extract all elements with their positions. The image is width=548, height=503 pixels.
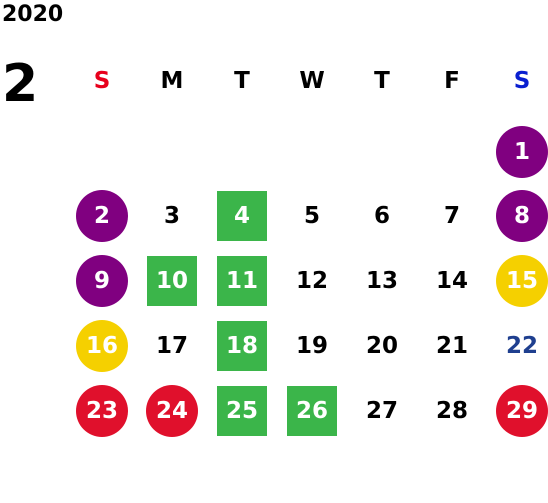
day-cell[interactable]: 28 xyxy=(435,398,468,424)
day-cell[interactable]: 23 xyxy=(76,385,128,437)
day-cell[interactable]: 26 xyxy=(287,386,337,436)
day-cell[interactable]: 2 xyxy=(76,190,128,242)
day-cell[interactable]: 10 xyxy=(147,256,197,306)
day-cell[interactable]: 13 xyxy=(365,268,398,294)
day-cell[interactable]: 16 xyxy=(76,320,128,372)
weekday-header: S xyxy=(93,68,111,94)
weekday-header: W xyxy=(299,68,325,94)
day-cell[interactable]: 15 xyxy=(496,255,548,307)
day-cell[interactable]: 19 xyxy=(295,333,328,359)
weekday-header: S xyxy=(513,68,531,94)
weekday-header: F xyxy=(444,68,460,94)
day-cell[interactable]: 11 xyxy=(217,256,267,306)
day-cell[interactable]: 5 xyxy=(303,203,320,229)
day-cell[interactable]: 1 xyxy=(496,126,548,178)
day-cell[interactable]: 17 xyxy=(155,333,188,359)
day-cell[interactable]: 24 xyxy=(146,385,198,437)
day-cell[interactable]: 7 xyxy=(443,203,460,229)
weekday-header: T xyxy=(234,68,250,94)
day-cell[interactable]: 9 xyxy=(76,255,128,307)
day-cell[interactable]: 29 xyxy=(496,385,548,437)
weekday-header: T xyxy=(374,68,390,94)
day-cell[interactable]: 21 xyxy=(435,333,468,359)
day-cell[interactable]: 12 xyxy=(295,268,328,294)
month-number: 2 xyxy=(2,54,39,114)
day-cell[interactable]: 6 xyxy=(373,203,390,229)
day-cell[interactable]: 3 xyxy=(163,203,180,229)
day-cell[interactable]: 8 xyxy=(496,190,548,242)
day-cell[interactable]: 22 xyxy=(505,333,538,359)
weekday-header: M xyxy=(160,68,184,94)
day-cell[interactable]: 27 xyxy=(365,398,398,424)
day-cell[interactable]: 14 xyxy=(435,268,468,294)
year-label: 2020 xyxy=(2,2,64,27)
day-cell[interactable]: 4 xyxy=(217,191,267,241)
day-cell[interactable]: 18 xyxy=(217,321,267,371)
day-cell[interactable]: 20 xyxy=(365,333,398,359)
day-cell[interactable]: 25 xyxy=(217,386,267,436)
